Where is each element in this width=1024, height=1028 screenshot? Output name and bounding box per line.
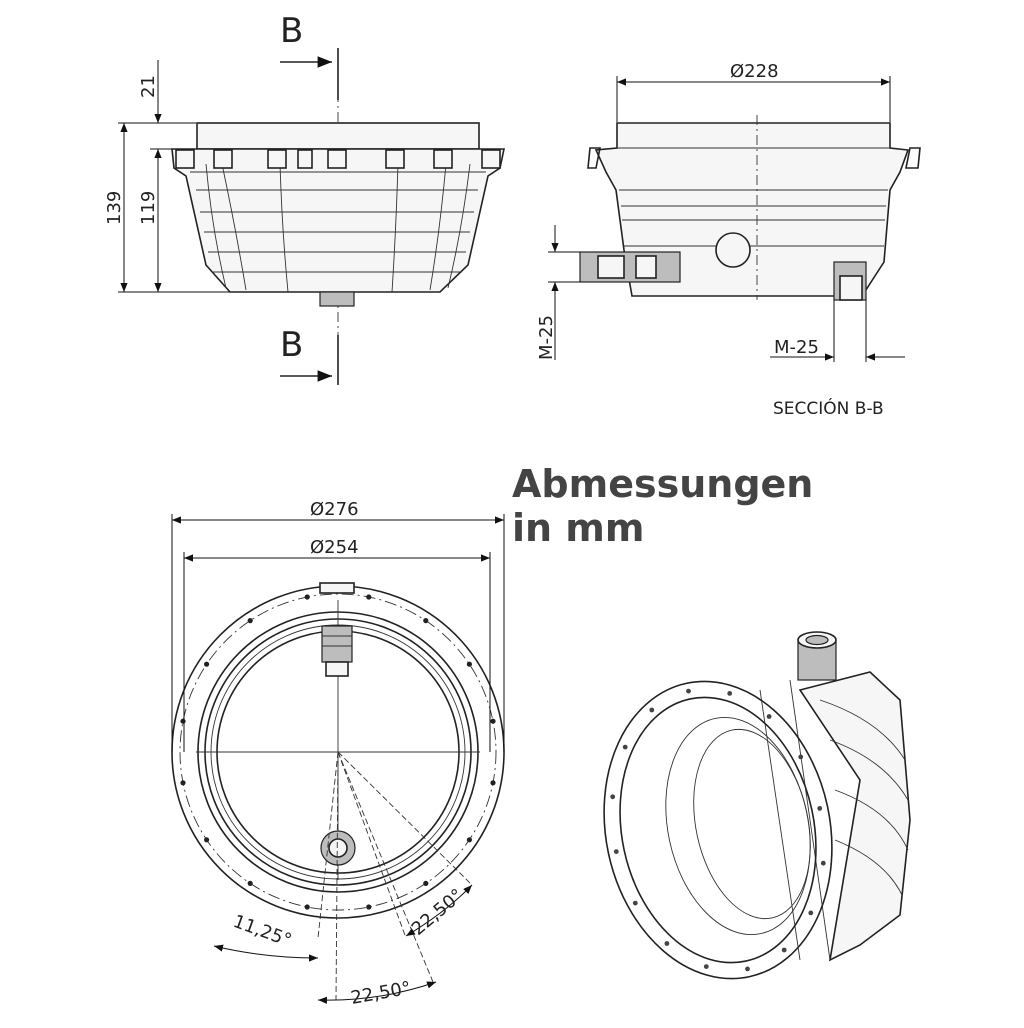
dim-m25-vertical: M-25	[536, 315, 557, 360]
iso-bolt-hole	[613, 849, 619, 854]
side-view: B B	[104, 11, 505, 385]
bolt-hole	[490, 780, 496, 786]
dim-diameter-228: Ø228	[730, 61, 779, 82]
bolt-hole	[490, 718, 496, 724]
angle-22-50-right: 22,50°	[408, 885, 468, 940]
heading-line-1: Abmessungen	[512, 462, 814, 506]
iso-bolt-hole	[820, 860, 826, 866]
section-view: Ø228 M-25 M-25 SECCIÓN B-B	[536, 61, 921, 419]
iso-bolt-hole	[703, 964, 709, 969]
dim-diameter-276: Ø276	[310, 499, 359, 520]
section-mark-bottom: B	[280, 325, 303, 365]
iso-bolt-hole	[649, 707, 655, 713]
iso-bolt-hole	[781, 947, 787, 953]
iso-bolt-hole	[808, 910, 814, 916]
housing-bosses	[175, 149, 501, 169]
bolt-hole	[304, 904, 310, 910]
dim-diameter-254: Ø254	[310, 537, 359, 558]
top-nozzle	[321, 625, 353, 677]
iso-bolt-hole	[622, 744, 628, 750]
section-side-opening	[715, 232, 751, 268]
housing-top-ring	[196, 122, 480, 150]
dim-m25-horizontal: M-25	[774, 337, 819, 358]
dim-21: 21	[138, 75, 159, 98]
top-tab	[319, 582, 355, 594]
bolt-hole	[247, 880, 253, 887]
iso-bolt-hole	[632, 900, 638, 906]
bolt-hole	[180, 780, 186, 786]
iso-bolt-hole	[610, 794, 616, 800]
bolt-hole	[304, 594, 310, 600]
bolt-hole	[466, 661, 472, 667]
isometric-view	[603, 631, 911, 980]
bottom-fitting	[319, 291, 355, 307]
section-mark-top: B	[280, 11, 303, 51]
bolt-hole	[247, 618, 253, 624]
bolt-circle	[179, 593, 497, 911]
dim-139: 139	[104, 191, 125, 225]
iso-opening	[619, 696, 817, 964]
iso-bolt-hole	[798, 754, 804, 760]
bolt-hole	[204, 661, 210, 667]
dimensions-heading: Abmessungen in mm	[512, 462, 912, 550]
iso-bolt-hole	[686, 688, 691, 694]
iso-top-nozzle	[797, 631, 837, 681]
side-nozzle	[579, 251, 681, 283]
iso-bolt-hole	[745, 966, 750, 972]
bolt-hole	[366, 594, 372, 600]
section-caption: SECCIÓN B-B	[773, 397, 884, 419]
bolt-hole	[180, 718, 186, 724]
angle-lines	[317, 751, 473, 1001]
iso-flange	[603, 680, 833, 980]
iso-housing-body	[798, 671, 911, 962]
iso-bolt-hole	[766, 714, 772, 719]
bolt-holes	[180, 594, 496, 910]
bolt-hole	[423, 880, 429, 887]
front-view: 11,25° 22,50° 22,50° Ø276 Ø254	[171, 499, 505, 1009]
bolt-hole	[366, 904, 372, 910]
iso-bolt-hole	[664, 941, 670, 946]
iso-bolt-holes	[610, 688, 826, 972]
iso-bolt-hole	[727, 691, 733, 696]
iso-ribs	[759, 679, 909, 961]
angle-11-25: 11,25°	[230, 911, 294, 951]
iso-bolt-hole	[817, 806, 823, 811]
housing-body	[171, 148, 505, 293]
dim-119: 119	[138, 191, 159, 225]
heading-line-2: in mm	[512, 506, 645, 550]
section-bands	[617, 115, 890, 300]
bolt-hole	[466, 837, 472, 843]
angle-22-50-bottom: 22,50°	[349, 978, 412, 1009]
housing-ribs	[190, 163, 486, 293]
bolt-hole	[423, 618, 429, 624]
bolt-hole	[204, 837, 210, 843]
